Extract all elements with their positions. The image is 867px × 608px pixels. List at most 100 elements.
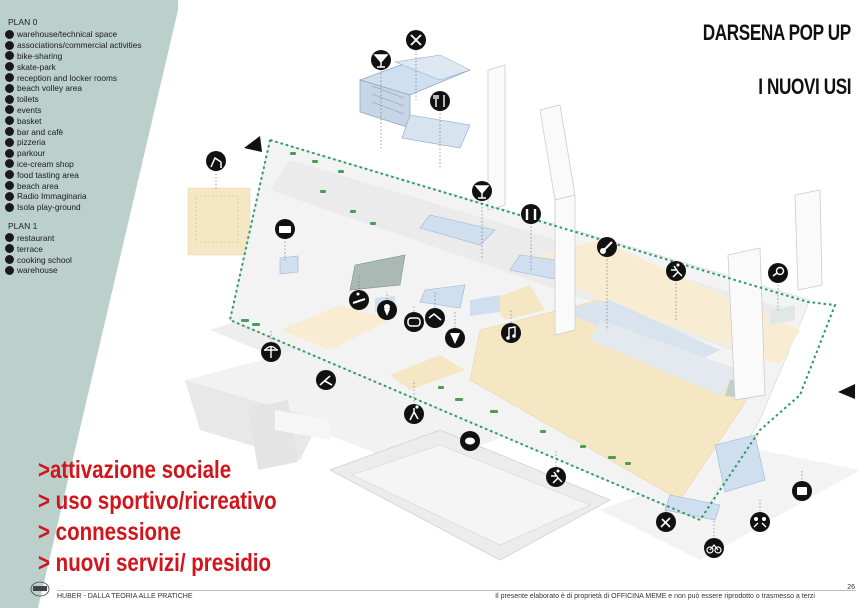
plan-1-title: PLAN 1 xyxy=(8,220,38,231)
footer-copyright: Il presente elaborato è di proprietà di … xyxy=(495,593,815,600)
cutlery-icon xyxy=(5,233,14,243)
plan-0-title: PLAN 0 xyxy=(8,17,38,27)
legend-item: pizzeria xyxy=(5,137,180,148)
legend-item: skate-park xyxy=(5,61,180,72)
pizza-icon xyxy=(5,137,14,147)
guitar-icon xyxy=(597,237,617,257)
tools-icon xyxy=(5,29,14,39)
pizza-icon xyxy=(445,328,465,348)
legend-background xyxy=(0,0,178,608)
page-subtitle: I NUOVI USI xyxy=(758,74,851,99)
tools-icon xyxy=(656,512,676,532)
legend-item-label: basket xyxy=(17,115,42,126)
plan-1-slabs xyxy=(358,54,472,149)
legend-item: bar and cafè xyxy=(5,126,180,137)
cocktail-icon xyxy=(371,50,391,70)
legend-item-label: bike-sharing xyxy=(17,50,63,61)
runner-icon xyxy=(546,467,566,487)
legend-item: warehouse/technical space xyxy=(5,29,180,40)
site-boundary xyxy=(228,139,837,522)
radio-icon xyxy=(5,191,14,201)
legend-item: parkour xyxy=(5,148,180,159)
legend-item: beach volley area xyxy=(5,83,180,94)
runner-icon xyxy=(5,148,14,158)
food-tasting-icon xyxy=(460,431,480,451)
vegetation xyxy=(241,152,631,465)
terrace-icon xyxy=(261,342,281,362)
locker-icon xyxy=(792,481,812,501)
legend-item-label: warehouse xyxy=(17,265,58,276)
legend-item-label: toilets xyxy=(17,94,39,105)
chef-icon xyxy=(5,255,14,265)
food-tasting-icon xyxy=(404,312,424,332)
chef-icon xyxy=(406,30,426,50)
volleyball-icon xyxy=(404,404,424,424)
legend-item: warehouse xyxy=(5,265,180,276)
handshake-icon xyxy=(425,308,445,328)
legend-item: toilets xyxy=(5,94,180,105)
warehouse-icon xyxy=(5,265,14,275)
legend-item-label: skate-park xyxy=(17,61,56,72)
legend-item-label: associations/commercial activities xyxy=(17,40,142,51)
radio-icon xyxy=(275,219,295,239)
legend-item-label: bar and cafè xyxy=(17,126,64,137)
bicycle-icon xyxy=(704,538,724,558)
legend-item-label: pizzeria xyxy=(17,137,46,148)
legend-item: Radio Immaginaria xyxy=(5,191,180,202)
footer-divider xyxy=(57,590,855,591)
toilets-icon xyxy=(521,204,541,224)
legend-item-label: events xyxy=(17,104,42,115)
legend-item-label: ice-cream shop xyxy=(17,158,74,169)
legend-item-label: cooking school xyxy=(17,254,72,265)
volleyball-icon xyxy=(5,83,14,93)
skateboard-icon xyxy=(5,62,14,72)
officina-meme-logo xyxy=(30,581,50,597)
bicycle-icon xyxy=(5,51,14,61)
page-number: 26 xyxy=(847,584,855,591)
legend-item: associations/commercial activities xyxy=(5,40,180,51)
legend-item: restaurant xyxy=(5,233,180,244)
cutlery-icon xyxy=(430,91,450,111)
entry-arrow-left xyxy=(244,136,262,152)
footer-project-title: HUBER - DALLA TEORIA ALLE PRATICHE xyxy=(57,593,193,600)
skateboard-icon xyxy=(349,290,369,310)
legend-item: basket xyxy=(5,115,180,126)
legend-item: bike-sharing xyxy=(5,51,180,62)
legend-item-label: food tasting area xyxy=(17,169,79,180)
legend-item: ice-cream shop xyxy=(5,159,180,170)
legend-item-label: Radio Immaginaria xyxy=(17,191,87,202)
legend-item-label: beach area xyxy=(17,180,59,191)
playground-icon xyxy=(5,202,14,212)
legend-item-label: beach volley area xyxy=(17,83,83,94)
legend-item-label: warehouse/technical space xyxy=(17,29,118,40)
cocktail-icon xyxy=(5,127,14,137)
legend-item: beach area xyxy=(5,180,180,191)
cocktail-icon xyxy=(472,181,492,201)
basketball-icon xyxy=(5,116,14,126)
toilets-icon xyxy=(5,94,14,104)
legend-item: Isola play-ground xyxy=(5,202,180,213)
basketball-icon xyxy=(768,263,788,283)
goal-item: > connessione xyxy=(38,518,181,546)
legend-item: events xyxy=(5,105,180,116)
legend-item-label: parkour xyxy=(17,148,46,159)
entry-arrow-right xyxy=(838,384,855,399)
legend-item-label: terrace xyxy=(17,243,43,254)
runner-icon xyxy=(666,261,686,281)
events-icon xyxy=(5,105,14,115)
goal-item: > uso sportivo/ricreativo xyxy=(38,487,277,515)
deckchair-icon xyxy=(5,181,14,191)
events-icon xyxy=(501,323,521,343)
legend-item-label: Isola play-ground xyxy=(17,202,81,213)
associations-icon xyxy=(750,512,770,532)
map-icons xyxy=(206,30,812,558)
legend-item: terrace xyxy=(5,243,180,254)
legend-item: food tasting area xyxy=(5,169,180,180)
legend-item-label: reception and locker rooms xyxy=(17,72,118,83)
locker-icon xyxy=(5,73,14,83)
context-ground xyxy=(185,187,860,561)
